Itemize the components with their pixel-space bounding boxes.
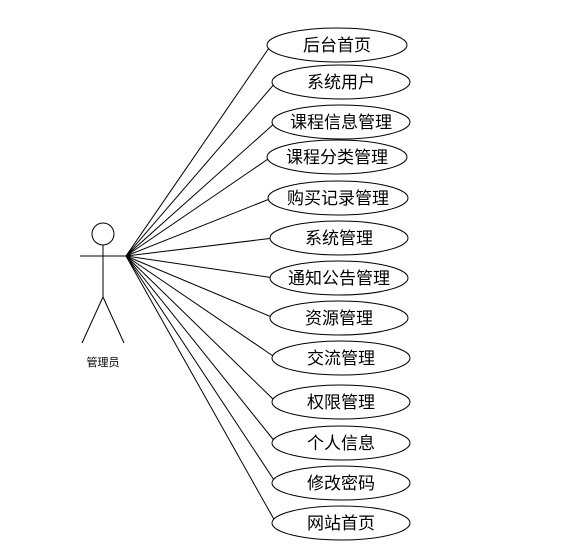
association-line: [125, 255, 277, 444]
actor-left-leg: [81, 296, 104, 344]
use-case: 资源管理: [269, 300, 409, 336]
use-case-ellipse: [266, 139, 408, 175]
use-case-label: 网站首页: [307, 514, 375, 534]
association-line: [125, 255, 275, 279]
association-line: [125, 255, 277, 484]
use-case: 课程分类管理: [266, 139, 408, 175]
use-case-label: 资源管理: [305, 309, 373, 329]
use-case-ellipse: [267, 180, 409, 216]
use-case-ellipse: [271, 425, 411, 461]
association-line: [125, 255, 277, 403]
association-lines: [125, 44, 277, 524]
association-line: [125, 81, 277, 257]
use-case-label: 个人信息: [307, 434, 375, 454]
association-line: [125, 156, 272, 257]
use-case: 课程信息管理: [271, 104, 411, 140]
use-case-label: 课程分类管理: [286, 148, 388, 168]
use-case-label: 购买记录管理: [287, 189, 389, 209]
use-case: 网站首页: [271, 505, 411, 541]
use-case-ellipse: [271, 505, 411, 541]
use-case: 个人信息: [271, 425, 411, 461]
actor-head: [91, 222, 115, 246]
use-case-label: 权限管理: [307, 393, 375, 413]
use-case-ellipse: [269, 260, 409, 296]
use-case-label: 修改密码: [307, 474, 375, 494]
use-case-label: 交流管理: [307, 349, 375, 369]
use-case-ellipse: [271, 104, 411, 140]
use-case-ellipse: [271, 384, 411, 420]
actor-label: 管理员: [87, 355, 120, 369]
association-line: [125, 197, 273, 257]
use-case-ellipse: [269, 300, 409, 336]
use-case: 权限管理: [271, 384, 411, 420]
use-case-label: 系统用户: [307, 73, 375, 93]
actor-admin: 管理员: [80, 222, 126, 369]
use-case: 系统管理: [269, 220, 409, 256]
use-case-label: 通知公告管理: [288, 269, 390, 289]
use-case-label: 课程信息管理: [290, 113, 392, 133]
use-case-list: 后台首页系统用户课程信息管理课程分类管理购买记录管理系统管理通知公告管理资源管理…: [266, 27, 411, 541]
use-case-ellipse: [266, 27, 408, 63]
use-case-ellipse: [271, 340, 411, 376]
use-case: 购买记录管理: [267, 180, 409, 216]
use-case: 修改密码: [271, 465, 411, 501]
association-line: [125, 255, 277, 359]
use-case-label: 后台首页: [303, 36, 371, 56]
association-line: [125, 255, 277, 524]
actor-right-leg: [102, 296, 125, 344]
use-case: 后台首页: [266, 27, 408, 63]
use-case: 通知公告管理: [269, 260, 409, 296]
use-case: 交流管理: [271, 340, 411, 376]
use-case-ellipse: [269, 220, 409, 256]
use-case-ellipse: [271, 465, 411, 501]
association-line: [125, 121, 277, 257]
use-case-ellipse: [271, 64, 411, 100]
association-line: [125, 237, 275, 257]
association-line: [125, 255, 275, 319]
use-case: 系统用户: [271, 64, 411, 100]
association-line: [125, 44, 272, 257]
use-case-label: 系统管理: [305, 229, 373, 249]
